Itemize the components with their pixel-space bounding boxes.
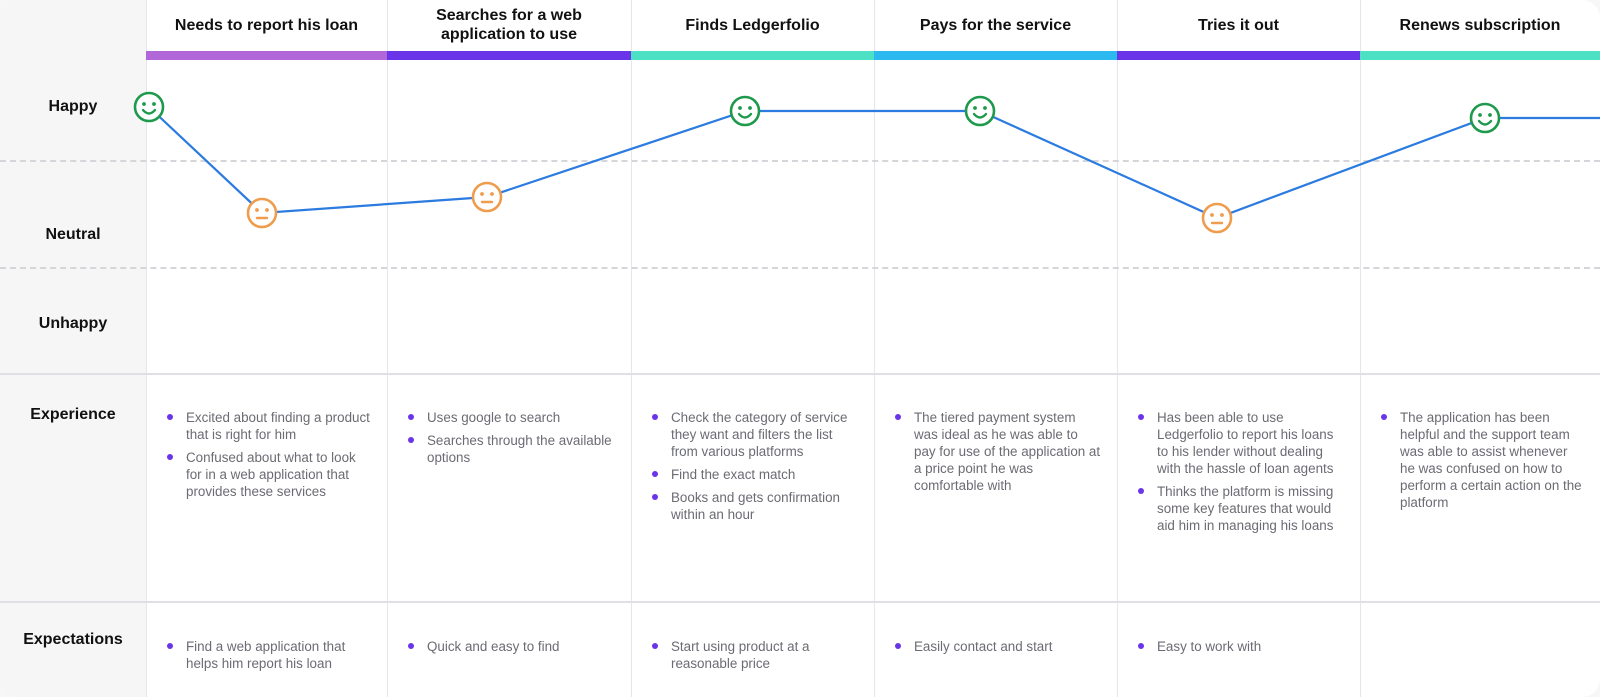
bullet-dot	[652, 494, 658, 500]
stage-column	[874, 0, 1117, 697]
experience-bullet: Searches through the available options	[405, 432, 617, 466]
bullet-dot	[1138, 643, 1144, 649]
stage-title: Pays for the service	[919, 16, 1072, 34]
bullet-dot	[408, 414, 414, 420]
smiling-face-icon	[133, 91, 165, 123]
row-label-happy: Happy	[48, 98, 98, 115]
bullet-dot	[1138, 488, 1144, 494]
expectations-bullet: Easy to work with	[1135, 638, 1346, 655]
bullet-dot	[167, 454, 173, 460]
experience-bullet: Books and gets confirmation within an ho…	[649, 489, 860, 523]
stage-title: Tries it out	[1198, 16, 1279, 34]
stage-column	[387, 0, 631, 697]
bullet-dot	[652, 414, 658, 420]
smiling-face-icon	[729, 95, 761, 127]
bullet-dot	[652, 643, 658, 649]
expectations-bullet: Quick and easy to find	[405, 638, 617, 655]
bullet-dot	[408, 643, 414, 649]
expectations-text: Find a web application that helps him re…	[186, 639, 346, 671]
expectations-cell: Find a web application that helps him re…	[150, 638, 387, 678]
smiling-face-icon	[964, 95, 996, 127]
expectations-text: Start using product at a reasonable pric…	[671, 639, 810, 671]
expectations-bullet: Start using product at a reasonable pric…	[649, 638, 860, 672]
bullet-dot	[1138, 414, 1144, 420]
experience-text: The application has been helpful and the…	[1400, 410, 1582, 510]
stage-title: Finds Ledgerfolio	[685, 16, 820, 34]
neutral-face-icon	[246, 197, 278, 229]
neutral-face-icon	[471, 181, 503, 213]
stage-column	[1117, 0, 1360, 697]
experience-text: The tiered payment system was ideal as h…	[914, 410, 1101, 493]
stage-color-bar	[874, 51, 1117, 60]
experience-text: Check the category of service they want …	[671, 410, 848, 459]
experience-text: Has been able to use Ledgerfolio to repo…	[1157, 410, 1334, 476]
bullet-dot	[895, 414, 901, 420]
experience-cell: The application has been helpful and the…	[1364, 409, 1600, 517]
experience-cell: Excited about finding a product that is …	[150, 409, 387, 506]
expectations-bullet: Easily contact and start	[892, 638, 1103, 655]
bullet-dot	[1381, 414, 1387, 420]
smiling-face-icon	[1469, 102, 1501, 134]
expectations-cell: Easy to work with	[1121, 638, 1360, 661]
experience-text: Books and gets confirmation within an ho…	[671, 490, 840, 522]
expectations-cell: Quick and easy to find	[391, 638, 631, 661]
emotion-section-divider	[0, 373, 1600, 375]
stage-title: Renews subscription	[1399, 16, 1561, 34]
bullet-dot	[652, 471, 658, 477]
bullet-dot	[895, 643, 901, 649]
row-label-neutral: Neutral	[45, 226, 101, 243]
experience-bullet: Find the exact match	[649, 466, 860, 483]
stage-column	[146, 0, 387, 697]
experience-bullet: Check the category of service they want …	[649, 409, 860, 460]
expectations-text: Easy to work with	[1157, 639, 1262, 654]
experience-text: Confused about what to look for in a web…	[186, 450, 356, 499]
experience-bullet: The application has been helpful and the…	[1378, 409, 1586, 511]
expectations-bullet: Find a web application that helps him re…	[164, 638, 373, 672]
stage-color-bar	[631, 51, 874, 60]
experience-bullet: Has been able to use Ledgerfolio to repo…	[1135, 409, 1346, 477]
experience-text: Uses google to search	[427, 410, 561, 425]
experience-cell: The tiered payment system was ideal as h…	[878, 409, 1117, 500]
stage-title: Needs to report his loan	[174, 16, 359, 34]
stage-color-bar	[1360, 51, 1600, 60]
experience-bullet: Uses google to search	[405, 409, 617, 426]
bullet-dot	[167, 414, 173, 420]
experience-cell: Check the category of service they want …	[635, 409, 874, 529]
experience-bullet: Confused about what to look for in a web…	[164, 449, 373, 500]
happy-neutral-divider	[0, 160, 1600, 162]
experience-bullet: Excited about finding a product that is …	[164, 409, 373, 443]
experience-section-divider	[0, 601, 1600, 603]
row-label-unhappy: Unhappy	[38, 315, 108, 332]
neutral-face-icon	[1201, 202, 1233, 234]
experience-cell: Has been able to use Ledgerfolio to repo…	[1121, 409, 1360, 540]
stage-color-bar	[387, 51, 631, 60]
experience-text: Searches through the available options	[427, 433, 612, 465]
row-label-experience: Experience	[30, 406, 116, 423]
experience-bullet: Thinks the platform is missing some key …	[1135, 483, 1346, 534]
bullet-dot	[408, 437, 414, 443]
stage-title: Searches for a web application to use	[436, 7, 582, 43]
experience-bullet: The tiered payment system was ideal as h…	[892, 409, 1103, 494]
expectations-cell: Start using product at a reasonable pric…	[635, 638, 874, 678]
experience-text: Find the exact match	[671, 467, 796, 482]
emotion-line	[148, 106, 1600, 220]
expectations-text: Quick and easy to find	[427, 639, 560, 654]
expectations-cell: Easily contact and start	[878, 638, 1117, 661]
expectations-text: Easily contact and start	[914, 639, 1053, 654]
experience-text: Excited about finding a product that is …	[186, 410, 370, 442]
bullet-dot	[167, 643, 173, 649]
row-label-expectations: Expectations	[23, 631, 123, 648]
neutral-unhappy-divider	[0, 267, 1600, 269]
experience-text: Thinks the platform is missing some key …	[1157, 484, 1334, 533]
stage-color-bar	[1117, 51, 1360, 60]
stage-color-bar	[146, 51, 387, 60]
